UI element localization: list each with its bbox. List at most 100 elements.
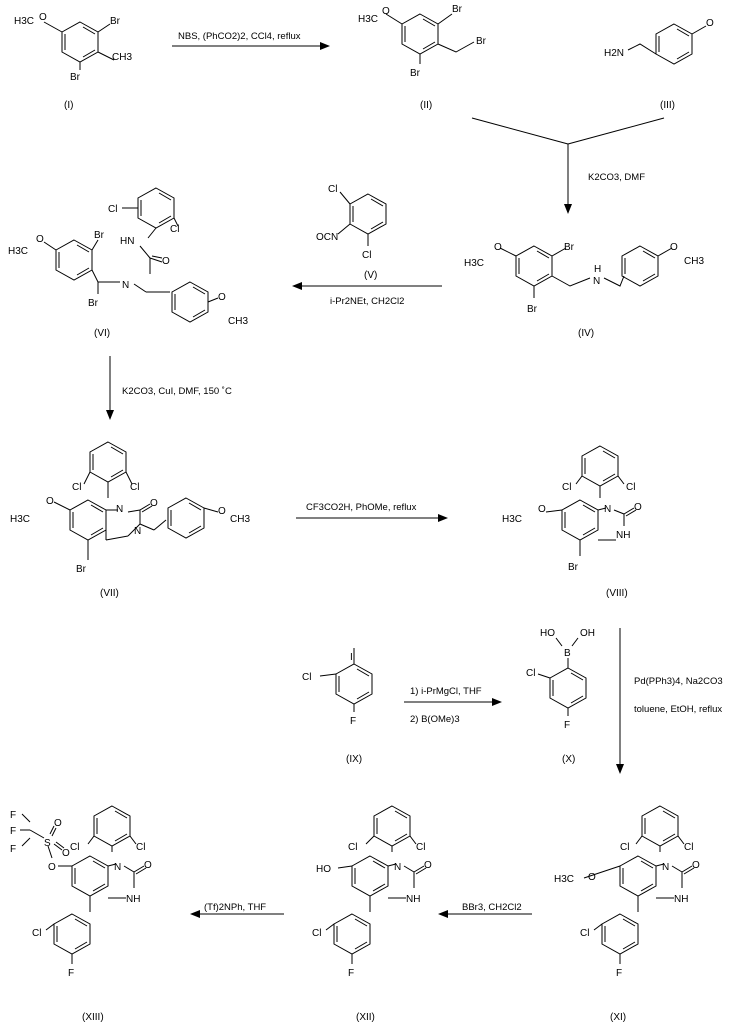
- compound-X-fluorine: F: [564, 720, 570, 731]
- compound-VII-label: (VII): [100, 588, 119, 599]
- compound-V-chlorine-top: Cl: [328, 184, 337, 195]
- compound-VII-nitrogen-1: N: [116, 504, 123, 515]
- compound-VIII-carbonyl-oxygen: O: [634, 502, 642, 513]
- compound-V-label: (V): [364, 270, 377, 281]
- arrow-r2: [471, 117, 665, 214]
- compound-IV-nitrogen: N: [593, 276, 600, 287]
- compound-VI-methyl: CH3: [228, 316, 248, 327]
- compound-IV-oxygen: O: [494, 242, 502, 253]
- arrow-r6: [404, 698, 502, 706]
- compound-XIII-fluorine-1: F: [10, 810, 16, 821]
- compound-X-boron: B: [564, 648, 571, 659]
- compound-XIII-sulfur: S: [44, 838, 51, 849]
- compound-XI-bonds: [583, 805, 695, 964]
- compound-IV: H3C O Br H N Br O CH3 (IV): [464, 242, 704, 339]
- compound-XII-label: (XII): [356, 1012, 375, 1023]
- compound-II-bonds: [385, 13, 475, 64]
- compound-X-bonds: [537, 637, 587, 716]
- compound-II-oxygen: O: [382, 6, 390, 17]
- compound-I-bonds: [43, 21, 115, 70]
- compound-XIII-nitrogen-1: N: [114, 862, 121, 873]
- compound-II-bromine-top: Br: [452, 4, 463, 15]
- conditions-r9-line1: (Tf)2NPh, THF: [204, 902, 266, 913]
- compound-VIII-nh: NH: [616, 530, 630, 541]
- compound-IV-methyl: CH3: [684, 256, 704, 267]
- compound-XIII-ester-oxygen: O: [48, 862, 56, 873]
- compound-II-bromomethyl: Br: [476, 36, 487, 47]
- compound-III-oxygen: O: [706, 18, 714, 29]
- compound-IX-label: (IX): [346, 754, 362, 765]
- compound-XI-nh: NH: [674, 894, 688, 905]
- compound-IX-chlorine: Cl: [302, 672, 311, 683]
- arrow-r8: [438, 910, 532, 918]
- compound-XI-methoxy-oxygen: O: [588, 872, 596, 883]
- conditions-r7-line1: Pd(PPh3)4, Na2CO3: [634, 676, 723, 687]
- compound-VIII-chlorine-left: Cl: [562, 482, 571, 493]
- compound-VII-chlorine-left: Cl: [72, 482, 81, 493]
- conditions-r8-line1: BBr3, CH2Cl2: [462, 902, 522, 913]
- compound-XII-chlorine-left: Cl: [348, 842, 357, 853]
- compound-VII-methyl: CH3: [230, 514, 250, 525]
- compound-III-bonds: [627, 23, 707, 65]
- compound-XII-hydroxy: HO: [316, 864, 331, 875]
- compound-XIII-sulfonyl-oxygen-1: O: [54, 818, 62, 829]
- conditions-r1: NBS, (PhCO2)2, CCl4, reflux: [178, 31, 301, 42]
- compound-XIII-sulfonyl-oxygen-2: O: [62, 848, 70, 859]
- compound-IX-iodine: I: [350, 652, 353, 663]
- compound-XIII-bonds: [20, 805, 147, 964]
- arrow-r9: [190, 910, 284, 918]
- compound-VI-bromine-bottom: Br: [88, 298, 99, 309]
- compound-III-label: (III): [660, 100, 675, 111]
- conditions-r2: K2CO3, DMF: [588, 172, 645, 183]
- compound-XI-chlorine-right: Cl: [684, 842, 693, 853]
- compound-IX: I Cl F (IX): [302, 648, 373, 765]
- compound-XI-carbonyl-oxygen: O: [692, 860, 700, 871]
- compound-XIII-fluorine-3: F: [10, 844, 16, 855]
- compound-I-oxygen: O: [39, 12, 47, 23]
- compound-XII-aryl-chlorine: Cl: [312, 928, 321, 939]
- conditions-r4: K2CO3, CuI, DMF, 150 ˚C: [122, 386, 232, 397]
- compound-II-methoxy-methyl: H3C: [358, 14, 378, 25]
- compound-VIII: Cl Cl H3C O N O NH Br (VIII): [502, 445, 642, 599]
- compound-I-methyl: CH3: [112, 52, 132, 63]
- compound-XIII-fluorine-2: F: [10, 826, 16, 837]
- conditions-r2-line1: K2CO3, DMF: [588, 172, 645, 183]
- conditions-r6-line1: 1) i-PrMgCl, THF: [410, 686, 482, 697]
- arrow-r4: [106, 356, 114, 420]
- compound-VIII-bromine: Br: [568, 562, 579, 573]
- compound-XIII-nh: NH: [126, 894, 140, 905]
- conditions-r3-line1: i-Pr2NEt, CH2Cl2: [330, 296, 404, 307]
- compound-V-chlorine-bottom: Cl: [362, 250, 371, 261]
- compound-VII-bromine: Br: [76, 564, 87, 575]
- compound-VII-methoxy-oxygen: O: [46, 496, 54, 507]
- compound-XIII-label: (XIII): [82, 1012, 104, 1023]
- compound-V-bonds: [337, 191, 387, 246]
- arrow-r5: [296, 514, 448, 522]
- compound-V: Cl OCN Cl (V): [316, 184, 387, 281]
- compound-VI-nitrogen: N: [122, 280, 129, 291]
- compound-I-bromine-top: Br: [110, 16, 121, 27]
- compound-I: H3C O Br CH3 Br (I): [14, 12, 132, 111]
- compound-III: H2N O (III): [604, 18, 714, 111]
- compound-VIII-label: (VIII): [606, 588, 628, 599]
- compound-XI: Cl Cl H3C O N O NH Cl F (XI): [554, 805, 700, 1023]
- conditions-r8: BBr3, CH2Cl2: [462, 902, 522, 913]
- compound-VII-methoxy-methyl: H3C: [10, 514, 30, 525]
- compound-XIII-chlorine-left: Cl: [70, 842, 79, 853]
- conditions-r5: CF3CO2H, PhOMe, reflux: [306, 502, 417, 513]
- compound-XII-fluorine: F: [348, 968, 354, 979]
- compound-II-label: (II): [420, 100, 432, 111]
- compound-X-label: (X): [562, 754, 575, 765]
- compound-XI-fluorine: F: [616, 968, 622, 979]
- compound-VI-bromine-top: Br: [94, 230, 105, 241]
- compound-VIII-methoxy-oxygen: O: [538, 504, 546, 515]
- compound-VIII-nitrogen-1: N: [604, 504, 611, 515]
- compound-VI-urea-nh: HN: [120, 236, 134, 247]
- arrow-r3: [292, 282, 442, 290]
- compound-XI-aryl-chlorine: Cl: [580, 928, 589, 939]
- compound-XIII: F F F S O O O Cl Cl N O NH Cl F (XIII): [10, 805, 152, 1023]
- compound-I-label: (I): [64, 100, 73, 111]
- compound-VIII-bonds: [545, 445, 637, 556]
- compound-XI-methoxy-methyl: H3C: [554, 874, 574, 885]
